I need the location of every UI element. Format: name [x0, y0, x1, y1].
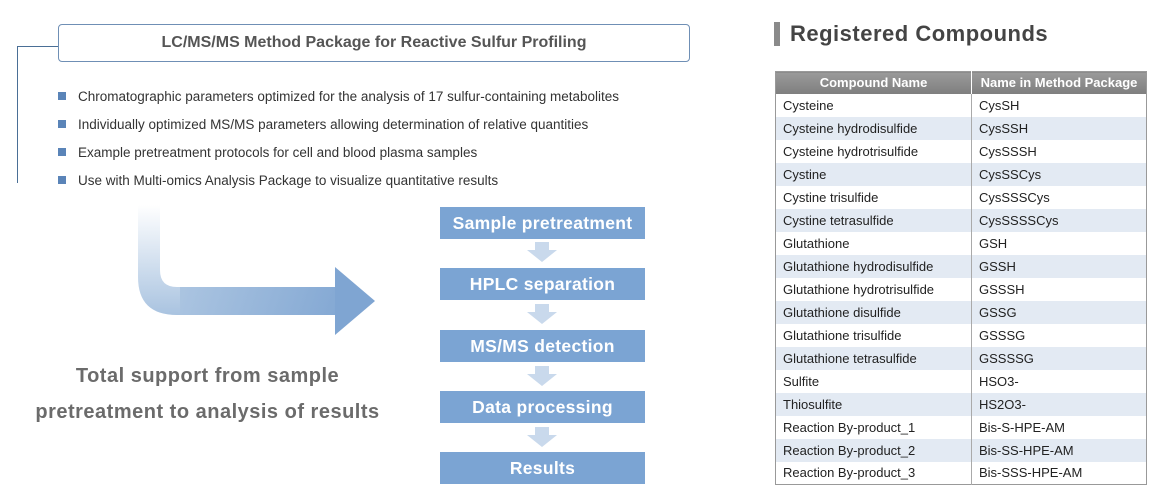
compound-name-cell: Cysteine [775, 93, 972, 117]
method-name-cell: HS2O3- [971, 392, 1147, 416]
table-row: Cysteine CysSH [775, 93, 1147, 117]
compound-name-cell: Reaction By-product_2 [775, 438, 972, 462]
method-name-cell: CysSSSH [979, 143, 1037, 159]
tagline-line: Total support from sample [75, 365, 340, 387]
bracket-line [17, 46, 59, 183]
package-title: LC/MS/MS Method Package for Reactive Sul… [58, 24, 690, 62]
table-header-row: Compound Name Name in Method Package [775, 71, 1147, 94]
method-name-cell: Bis-SS-HPE-AM [971, 438, 1147, 462]
compound-name-cell: Glutathione disulfide [775, 300, 972, 324]
method-name-cell: CysSSSSCys [971, 208, 1147, 232]
method-name-cell: GSSSG [979, 327, 1026, 343]
compound-name-cell: Cystine trisulfide [775, 185, 972, 209]
compound-name-cell: Reaction By-product_1 [775, 415, 972, 439]
method-name-cell: GSSH [971, 254, 1147, 278]
compounds-table: Compound Name Name in Method Package Cys… [775, 71, 1147, 485]
down-arrow-icon [527, 304, 557, 324]
compound-name-cell: Thiosulfite [775, 392, 972, 416]
feature-item: Example pretreatment protocols for cell … [58, 138, 619, 166]
method-name-cell: Bis-S-HPE-AM [979, 419, 1065, 435]
feature-text: Example pretreatment protocols for cell … [78, 144, 478, 160]
compound-name-cell: Cystine [775, 162, 972, 186]
compound-name-cell: Glutathione hydrotrisulfide [775, 277, 972, 301]
feature-item: Use with Multi-omics Analysis Package to… [58, 166, 619, 194]
down-arrow-icon [527, 427, 557, 447]
feature-list: Chromatographic parameters optimized for… [58, 82, 619, 194]
method-name-cell: GSSSH [979, 281, 1025, 297]
compound-name-cell: Cysteine hydrodisulfide [775, 116, 972, 140]
step-hplc-separation: HPLC separation [440, 268, 645, 300]
method-name-cell: GSSG [971, 300, 1147, 324]
bullet-square-icon [58, 120, 66, 128]
compound-name-cell: Sulfite [775, 369, 972, 393]
method-name-cell: CysSSCys [971, 162, 1147, 186]
compound-name-cell: Reaction By-product_3 [775, 461, 972, 485]
compound-name-cell: Cysteine hydrotrisulfide [775, 139, 972, 163]
method-name-cell: HSO3- [979, 373, 1019, 389]
down-arrow-icon [527, 366, 557, 386]
bullet-square-icon [58, 148, 66, 156]
feature-text: Chromatographic parameters optimized for… [78, 88, 620, 104]
method-name-cell: GSH [979, 235, 1008, 251]
table-row: Glutathione trisulfide GSSSG [775, 323, 1147, 347]
method-name-cell: GSSSSG [971, 346, 1147, 370]
feature-item: Individually optimized MS/MS parameters … [58, 110, 619, 138]
tagline: Total support from sample pretreatment t… [0, 358, 415, 430]
bullet-square-icon [58, 176, 66, 184]
feature-text: Individually optimized MS/MS parameters … [78, 116, 589, 132]
table-row: Cystine trisulfide CysSSSCys [775, 185, 1147, 209]
method-name-cell: CysSSH [971, 116, 1147, 140]
tagline-line: pretreatment to analysis of results [35, 401, 380, 423]
step-data-processing: Data processing [440, 391, 645, 423]
method-name-cell: CysSH [979, 97, 1020, 113]
bullet-square-icon [58, 92, 66, 100]
step-sample-pretreatment: Sample pretreatment [440, 207, 645, 239]
table-row: Reaction By-product_1 Bis-S-HPE-AM [775, 415, 1147, 439]
column-header: Compound Name [775, 71, 972, 94]
compound-name-cell: Cystine tetrasulfide [775, 208, 972, 232]
step-msms-detection: MS/MS detection [440, 330, 645, 362]
compound-name-cell: Glutathione [775, 231, 972, 255]
compound-name-cell: Glutathione tetrasulfide [775, 346, 972, 370]
feature-text: Use with Multi-omics Analysis Package to… [78, 172, 499, 188]
step-results: Results [440, 452, 645, 484]
table-row: Glutathione hydrotrisulfide GSSSH [775, 277, 1147, 301]
column-header: Name in Method Package [971, 71, 1147, 94]
bent-arrow-icon [138, 205, 375, 335]
method-name-cell: Bis-SSS-HPE-AM [979, 465, 1083, 481]
method-name-cell: CysSSSCys [979, 189, 1050, 205]
registered-compounds-title: Registered Compounds [774, 22, 1048, 46]
down-arrow-icon [527, 242, 557, 262]
compound-name-cell: Glutathione trisulfide [775, 323, 972, 347]
table-row: Sulfite HSO3- [775, 369, 1147, 393]
table-row: Cysteine hydrotrisulfide CysSSSH [775, 139, 1147, 163]
table-row: Reaction By-product_3 Bis-SSS-HPE-AM [775, 461, 1147, 485]
table-row: Glutathione GSH [775, 231, 1147, 255]
compound-name-cell: Glutathione hydrodisulfide [775, 254, 972, 278]
feature-item: Chromatographic parameters optimized for… [58, 82, 619, 110]
